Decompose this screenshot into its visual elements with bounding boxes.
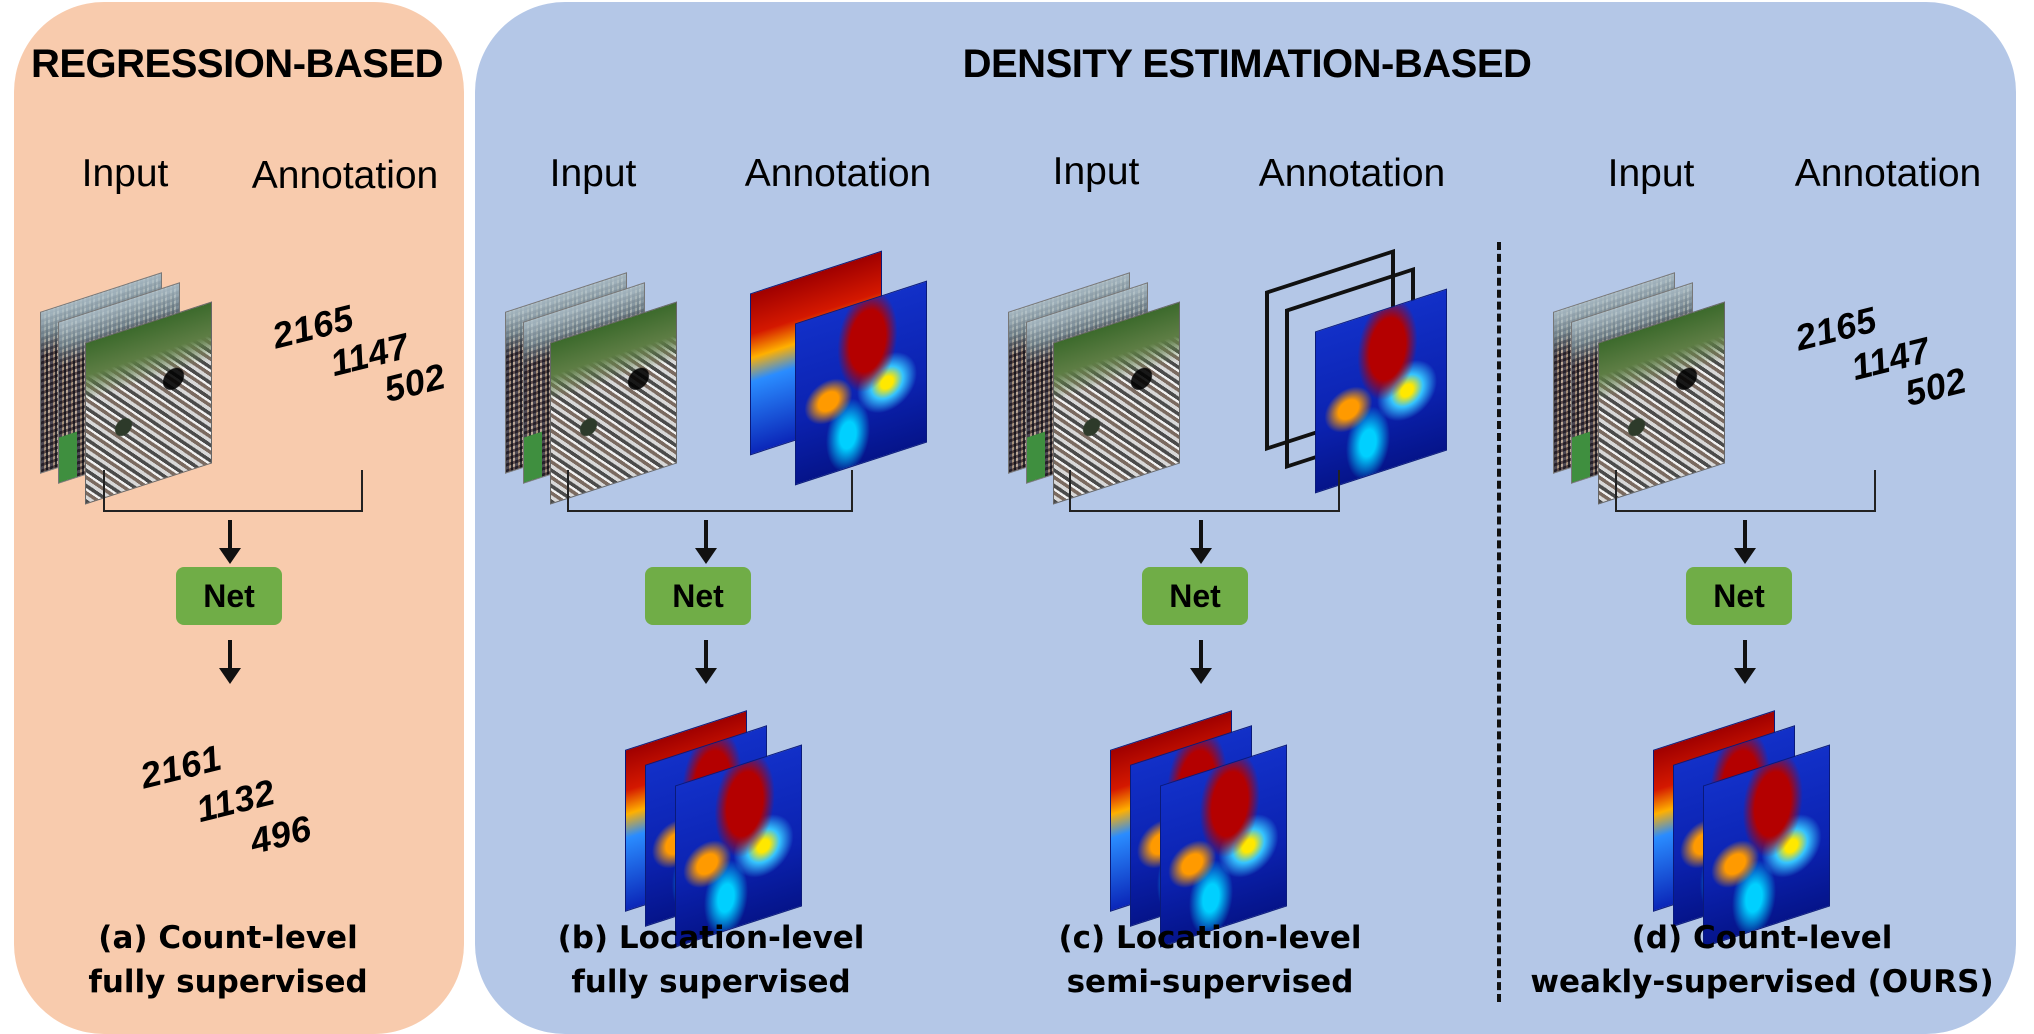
input-annotation-bracket <box>1615 470 1876 512</box>
down-arrow-icon <box>219 520 241 564</box>
down-arrow-icon <box>695 520 717 564</box>
annotation-label: Annotation <box>251 154 439 197</box>
annotation-label: Annotation <box>1794 152 1982 195</box>
regression-title: REGRESSION-BASED <box>30 42 444 86</box>
net-label: Net <box>1169 577 1221 614</box>
net-box: Net <box>176 567 282 625</box>
input-annotation-bracket <box>1069 470 1340 512</box>
input-label: Input <box>549 152 637 195</box>
column-divider <box>1497 242 1501 1002</box>
down-arrow-icon <box>1734 640 1756 684</box>
down-arrow-icon <box>1190 640 1212 684</box>
caption-line: weakly-supervised (OURS) <box>1530 964 1994 1000</box>
down-arrow-icon <box>219 640 241 684</box>
net-box: Net <box>645 567 751 625</box>
net-label: Net <box>672 577 724 614</box>
input-image-stack <box>1008 252 1208 505</box>
input-annotation-bracket <box>103 470 363 512</box>
output-density-stack <box>1648 690 1848 948</box>
input-label: Input <box>1052 150 1140 193</box>
down-arrow-icon <box>695 640 717 684</box>
input-image-stack <box>30 252 230 505</box>
annotation-label: Annotation <box>744 152 932 195</box>
output-density-stack <box>1105 690 1305 948</box>
output-density-stack <box>620 690 820 948</box>
caption-line: (a) Count-level <box>98 920 358 956</box>
density-estimation-title: DENSITY ESTIMATION-BASED <box>962 42 1532 86</box>
caption-a: (a) Count-level fully supervised <box>88 916 367 1004</box>
net-label: Net <box>203 577 255 614</box>
caption-line: semi-supervised <box>1066 964 1354 1000</box>
net-label: Net <box>1713 577 1765 614</box>
caption-line: (b) Location-level <box>557 920 865 956</box>
input-label: Input <box>81 152 169 195</box>
caption-d: (d) Count-level weakly-supervised (OURS) <box>1530 916 1993 1004</box>
annotation-density-stack <box>750 242 950 486</box>
caption-line: fully supervised <box>571 964 851 1000</box>
annotation-label: Annotation <box>1258 152 1446 195</box>
net-box: Net <box>1142 567 1248 625</box>
down-arrow-icon <box>1190 520 1212 564</box>
caption-line: (d) Count-level <box>1631 920 1893 956</box>
caption-line: (c) Location-level <box>1058 920 1362 956</box>
caption-line: fully supervised <box>88 964 368 1000</box>
input-label: Input <box>1607 152 1695 195</box>
caption-c: (c) Location-level semi-supervised <box>1058 916 1361 1004</box>
caption-b: (b) Location-level fully supervised <box>558 916 865 1004</box>
input-image-stack <box>505 252 705 505</box>
down-arrow-icon <box>1734 520 1756 564</box>
input-annotation-bracket <box>567 470 853 512</box>
net-box: Net <box>1686 567 1792 625</box>
annotation-partial-stack <box>1265 240 1465 494</box>
regression-panel <box>14 2 464 1034</box>
input-image-stack <box>1553 252 1753 505</box>
